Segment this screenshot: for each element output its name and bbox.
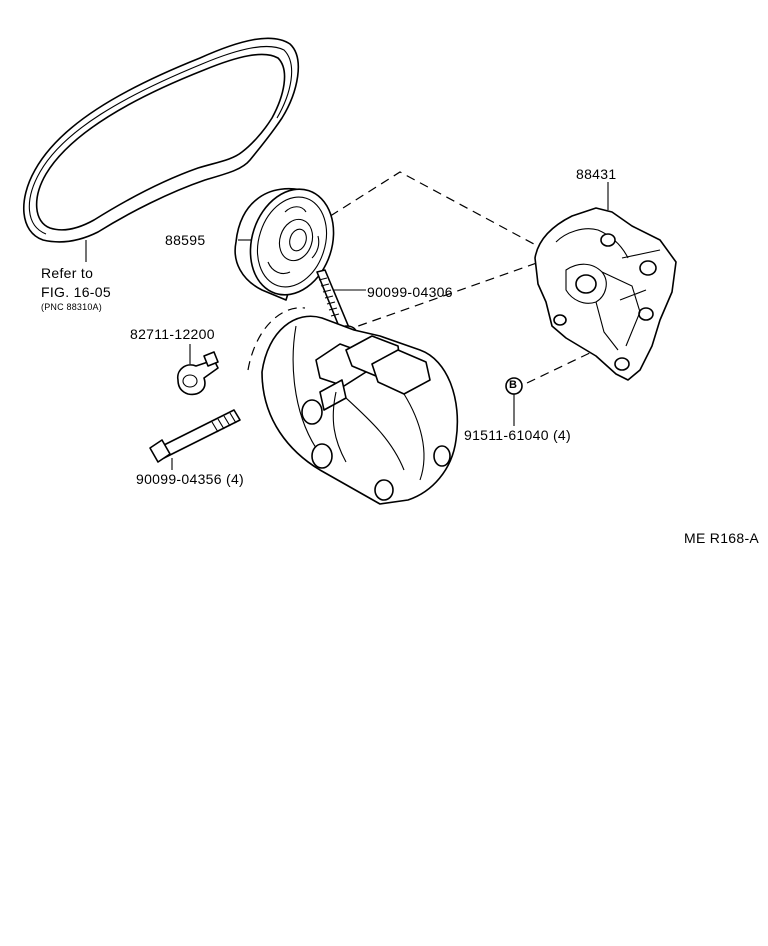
assembly-dash-lines xyxy=(304,171,597,384)
callout-b-marker xyxy=(505,377,523,426)
belt-reference-note-line3: (PNC 88310A) xyxy=(41,302,102,312)
callout-b-letter: B xyxy=(509,379,517,391)
drive-belt xyxy=(23,37,300,262)
compressor-bolt xyxy=(149,409,241,470)
label-part-88595: 88595 xyxy=(165,232,206,248)
label-part-82711-12200: 82711-12200 xyxy=(130,326,215,342)
ac-compressor xyxy=(247,307,459,505)
idler-pulley xyxy=(234,187,335,301)
wire-clamp xyxy=(176,344,219,396)
compressor-bracket xyxy=(534,182,677,381)
label-part-91511-61040: 91511-61040 (4) xyxy=(464,427,571,443)
label-part-88431: 88431 xyxy=(576,166,617,182)
belt-reference-note-line1: Refer to xyxy=(41,265,94,281)
label-part-90099-04306: 90099-04306 xyxy=(367,284,453,300)
belt-reference-note-line2: FIG. 16-05 xyxy=(41,284,111,300)
drawing-code: ME R168-A xyxy=(684,530,760,546)
label-part-90099-04356: 90099-04356 (4) xyxy=(136,471,245,487)
